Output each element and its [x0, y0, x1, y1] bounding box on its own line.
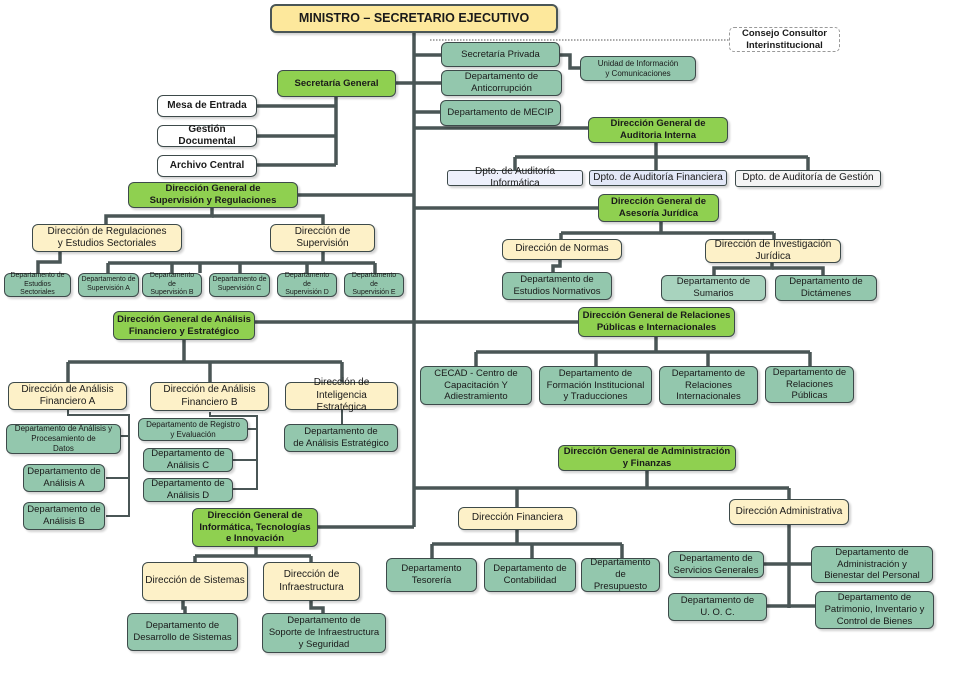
node-auditoria-informatica: Dpto. de Auditoría Informática — [447, 166, 583, 189]
node-dep-procesamiento-datos: Departamento de Análisis y Procesamiento… — [6, 424, 121, 454]
node-consejo-consultor: Consejo Consultor Interinstitucional — [729, 27, 840, 52]
node-dep-relaciones-publicas: Departamento de Relaciones Públicas — [765, 366, 854, 403]
node-dg-supervision: Dirección General de Supervisión y Regul… — [128, 182, 298, 208]
node-dg-relaciones: Dirección General de Relaciones Públicas… — [578, 307, 735, 337]
node-dep-supervision-d: Departamento de Supervisión D — [277, 272, 337, 297]
node-dg-analisis: Dirección General de Análisis Financiero… — [113, 311, 255, 340]
node-dep-presupuesto: Departamento de Presupuesto — [581, 557, 660, 592]
node-dep-servicios-generales: Departamento de Servicios Generales — [668, 551, 764, 578]
node-dep-desarrollo-sistemas: Departamento de Desarrollo de Sistemas — [127, 613, 238, 651]
node-departamento-mecip: Departamento de MECIP — [440, 100, 561, 126]
node-dir-sistemas: Dirección de Sistemas — [142, 562, 248, 601]
node-auditoria-gestion: Dpto. de Auditoría de Gestión — [735, 170, 881, 187]
node-dir-analisis-b: Dirección de Análisis Financiero B — [150, 382, 269, 411]
node-dir-inteligencia: Dirección de Inteligencia Estratégica — [285, 377, 398, 413]
node-dir-investigacion: Dirección de Investigación Jurídica — [705, 239, 841, 263]
node-dep-contabilidad: Departamento de Contabilidad — [484, 558, 576, 592]
node-dep-estudios-sectoriales: Departamento de Estudios Sectoriales — [4, 272, 71, 297]
node-dep-supervision-b: Departamento de Supervisión B — [142, 272, 202, 297]
node-dep-bienestar: Departamento de Administración y Bienest… — [811, 546, 933, 583]
node-dep-sumarios: Departamento de Sumarios — [661, 275, 766, 301]
node-dir-administrativa: Dirección Administrativa — [729, 499, 849, 525]
node-archivo-central: Archivo Central — [157, 155, 257, 177]
node-dir-normas: Dirección de Normas — [502, 239, 622, 260]
node-gestion-documental: Gestión Documental — [157, 124, 257, 147]
node-unidad-informacion: Unidad de Información y Comunicaciones — [580, 56, 696, 81]
node-mesa-entrada: Mesa de Entrada — [157, 95, 257, 117]
node-dep-dictamenes: Departamento de Dictámenes — [775, 275, 877, 301]
node-dep-registro: Departamento de Registro y Evaluación — [138, 418, 248, 441]
node-dg-informatica: Dirección General de Informática, Tecnol… — [192, 508, 318, 547]
node-dep-analisis-b: Departamento de Análisis B — [23, 502, 105, 530]
node-dg-auditoria-interna: Dirección General de Auditoria Interna — [588, 117, 728, 143]
node-dir-regulaciones: Dirección de Regulaciones y Estudios Sec… — [32, 224, 182, 252]
node-dep-estudios-normativos: Departamento de Estudios Normativos — [502, 272, 612, 300]
node-dep-supervision-a: Departamento de Supervisión A — [78, 273, 139, 297]
node-dg-asesoria-juridica: Dirección General de Asesoría Jurídica — [598, 194, 719, 222]
node-ministro: MINISTRO – SECRETARIO EJECUTIVO — [270, 4, 558, 33]
node-dir-supervision: Dirección de Supervisión — [270, 224, 375, 252]
node-dep-uoc: Departamento de U. O. C. — [668, 593, 767, 621]
node-dep-analisis-a: Departamento de Análisis A — [23, 464, 105, 492]
node-cecad: CECAD - Centro de Capacitación Y Adiestr… — [420, 366, 532, 405]
node-secretaria-general: Secretaría General — [277, 70, 396, 97]
node-dep-analisis-d: Departamento de Análisis D — [143, 478, 233, 502]
node-dep-patrimonio: Departamento de Patrimonio, Inventario y… — [815, 591, 934, 629]
node-secretaria-privada: Secretaría Privada — [441, 42, 560, 67]
node-dg-administracion: Dirección General de Administración y Fi… — [558, 445, 736, 471]
node-dir-infraestructura: Dirección de Infraestructura — [263, 562, 360, 601]
node-departamento-anticorrupcion: Departamento de Anticorrupción — [441, 70, 562, 96]
node-dep-formacion: Departamento de Formación Institucional … — [539, 366, 652, 405]
node-dir-analisis-a: Dirección de Análisis Financiero A — [8, 382, 127, 410]
node-dep-tesoreria: Departamento Tesorería — [386, 558, 477, 592]
node-dep-relaciones-internacionales: Departamento de Relaciones Internacional… — [659, 366, 758, 405]
node-dep-supervision-c: Departamento de Supervisión C — [209, 273, 270, 297]
node-dep-analisis-estrategico: Departamento de de Análisis Estratégico — [284, 424, 398, 452]
node-dep-supervision-e: Departamento de Supervisión E — [344, 272, 404, 297]
node-dep-analisis-c: Departamento de Análisis C — [143, 448, 233, 472]
node-dir-financiera: Dirección Financiera — [458, 507, 577, 530]
node-dep-soporte-infraestructura: Departamento de Soporte de Infraestructu… — [262, 613, 386, 653]
node-auditoria-financiera: Dpto. de Auditoría Financiera — [589, 170, 727, 186]
